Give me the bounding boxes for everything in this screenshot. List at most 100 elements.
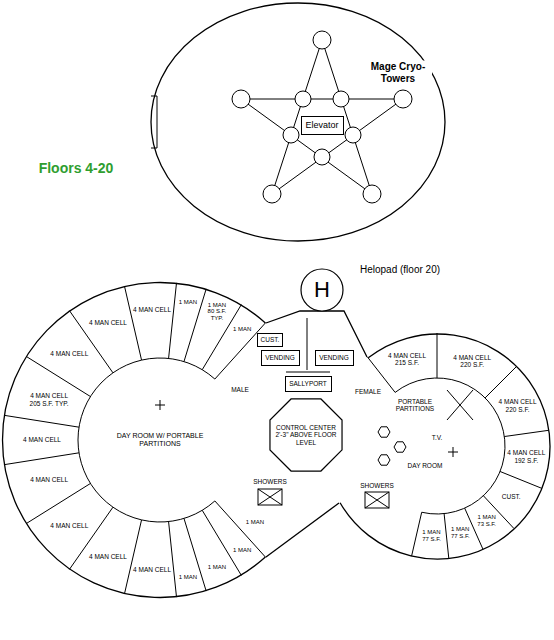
control-center: CONTROL CENTER 2'-3" ABOVE FLOOR LEVEL — [266, 395, 346, 475]
cryo-towers — [232, 31, 412, 203]
room-label: 4 MAN CELL — [30, 476, 68, 483]
room-label: VENDING — [265, 354, 295, 361]
room-label: CONTROL CENTER 2'-3" ABOVE FLOOR LEVEL — [275, 424, 337, 446]
cell-room: 1 MAN — [178, 299, 198, 306]
room-label: 1 MAN — [246, 519, 264, 526]
cell-wall — [26, 356, 90, 396]
cell-wall — [215, 501, 266, 557]
room-label: 1 MAN — [179, 299, 197, 306]
room-label: 1 MAN — [179, 574, 197, 581]
pod-outline — [2, 283, 265, 598]
cell-wall — [124, 520, 141, 594]
cell-room: 1 MAN 80 S.F. TYP. — [206, 302, 228, 323]
custodian-room: CUST. — [257, 333, 283, 347]
cell-room: 4 MAN CELL — [88, 319, 127, 327]
node-outline — [150, 2, 446, 242]
partition-cross — [447, 390, 473, 420]
room-label: DAY ROOM W/ PORTABLE PARTITIONS — [115, 432, 205, 448]
room-label: 4 MAN CELL — [89, 553, 127, 560]
cell-room: 4 MAN CELL — [50, 522, 89, 530]
dayroom-wall — [78, 358, 215, 522]
cell-room: 1 MAN 77 S.F. — [420, 529, 443, 543]
room-label: 4 MAN CELL 220 S.F. — [451, 354, 493, 369]
cell-wall — [504, 430, 549, 436]
tower-circle — [295, 91, 311, 107]
tower-circle — [263, 185, 281, 203]
room-label: Elevator — [305, 120, 338, 130]
cell-wall — [444, 514, 449, 559]
room-label: 4 MAN CELL — [133, 566, 171, 573]
room-label: H — [314, 277, 330, 302]
cell-wall — [437, 333, 438, 378]
room-label: 4 MAN CELL 220 S.F. — [497, 398, 539, 413]
vending-room: VENDING — [315, 350, 354, 366]
room-label: 1 MAN 80 S.F. TYP. — [206, 302, 227, 323]
shower-room: SHOWERS — [360, 482, 395, 490]
tower-circle — [363, 185, 381, 203]
cell-room: 4 MAN CELL 220 S.F. — [451, 354, 494, 369]
elevator-box: Elevator — [301, 116, 344, 135]
cell-wall — [4, 453, 79, 465]
room-label: 4 MAN CELL — [89, 319, 127, 326]
cell-room: 4 MAN CELL 215 S.F. — [386, 352, 429, 367]
cell-wall — [4, 415, 79, 427]
door-notch — [151, 96, 157, 148]
tower-circle — [283, 127, 299, 143]
cell-room: 4 MAN CELL — [23, 436, 62, 444]
cell-room: 4 MAN CELL 192 S.F. — [505, 449, 548, 464]
room-label: Helopad (floor 20) — [360, 264, 440, 276]
node-outline — [324, 333, 551, 560]
sallyport-room: SALLYPORT — [285, 376, 332, 392]
room-label: 1 MAN — [208, 564, 226, 571]
room-label: 4 MAN CELL — [133, 306, 171, 313]
cell-room: 4 MAN CELL — [50, 350, 89, 358]
pod-outline — [340, 334, 550, 559]
floor-outline — [151, 3, 445, 241]
tower-circle — [345, 127, 361, 143]
room-label: SHOWERS — [360, 482, 394, 489]
room-label: DAY ROOM — [408, 462, 443, 469]
tower-circle — [333, 91, 349, 107]
room-label: SALLYPORT — [289, 380, 327, 387]
room-label: CUST. — [502, 493, 521, 500]
room-label: 1 MAN 73 S.F. — [476, 514, 498, 528]
room-label: 4 MAN CELL — [50, 522, 88, 529]
room-label: 1 MAN 77 S.F. — [421, 529, 443, 543]
tower-circle — [313, 31, 331, 49]
shower-cross — [258, 489, 282, 505]
cell-room: 4 MAN CELL 220 S.F. — [496, 398, 539, 413]
room-label: 4 MAN CELL 192 S.F. — [505, 449, 547, 464]
room-label: 4 MAN CELL 215 S.F. — [386, 352, 428, 367]
helipad-circle: Helopad (floor 20)H — [300, 268, 344, 312]
room-label: Mage Cryo-Towers — [364, 61, 432, 84]
wing-label: MALE — [231, 386, 249, 393]
cell-wall — [69, 507, 113, 569]
control-octagon — [270, 399, 342, 471]
cell-room: 4 MAN CELL — [30, 476, 69, 484]
cell-room: 1 MAN — [245, 519, 265, 526]
cell-wall — [202, 510, 241, 575]
shower-box — [258, 489, 282, 505]
cell-wall — [367, 357, 395, 392]
cell-wall — [412, 512, 422, 556]
cell-wall — [184, 518, 206, 591]
room-label: PORTABLE PARTITIONS — [390, 398, 440, 413]
tower-circle — [314, 149, 330, 165]
shower-stall — [258, 489, 389, 508]
cell-room: 4 MAN CELL — [133, 306, 172, 314]
cell-room: CUST. — [501, 493, 521, 501]
cell-room: 4 MAN CELL 205 S.F. TYP. — [26, 392, 73, 407]
room-label: VENDING — [319, 354, 349, 361]
core-wall — [266, 503, 339, 557]
cell-wall — [169, 522, 177, 598]
room-label: 1 MAN — [233, 326, 251, 333]
table-symbol — [394, 442, 406, 452]
cell-pod: PORTABLE PARTITIONS T.V. DAY ROOM 4 MAN CEL… — [324, 333, 551, 560]
room-label: 4 MAN CELL — [23, 436, 61, 443]
vending-room: VENDING — [261, 350, 300, 366]
room-label: CUST. — [261, 336, 280, 343]
room-label: 4 MAN CELL — [50, 350, 88, 357]
room-label: T.V. — [432, 434, 443, 441]
room-label: 4 MAN CELL 205 S.F. TYP. — [26, 392, 72, 407]
